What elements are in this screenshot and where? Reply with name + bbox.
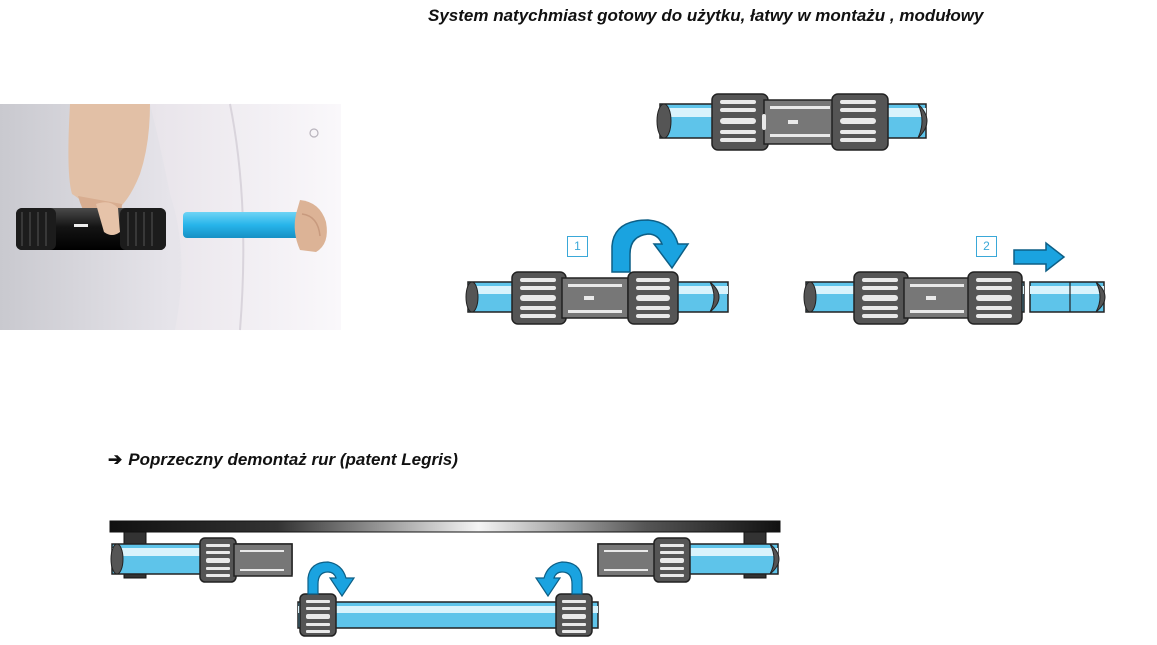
pipe-left [656,103,721,139]
subheading: ➔ Poprzeczny demontaż rur (patent Legris) [108,450,458,470]
pipe-right [881,103,928,139]
curved-arrow-right-icon [534,561,583,598]
step-2-connector-diagram [803,271,1106,325]
step-1-label: 1 [567,236,588,257]
subheading-text: Poprzeczny demontaż rur (patent Legris) [128,450,458,469]
transverse-dismount-diagram [109,520,781,637]
headline: System natychmiast gotowy do użytku, łat… [428,6,984,25]
right-arrow-icon [1013,241,1066,273]
step-1-connector-diagram [465,271,729,325]
connector-body [711,93,889,151]
arrow-icon: ➔ [108,450,123,469]
assembly-photo [0,103,341,331]
assembled-connector-diagram [656,93,928,151]
curved-arrow-left-icon [307,561,356,598]
step-2-label: 2 [976,236,997,257]
detached-pipe [1029,281,1106,313]
curved-arrow-icon [611,219,690,273]
